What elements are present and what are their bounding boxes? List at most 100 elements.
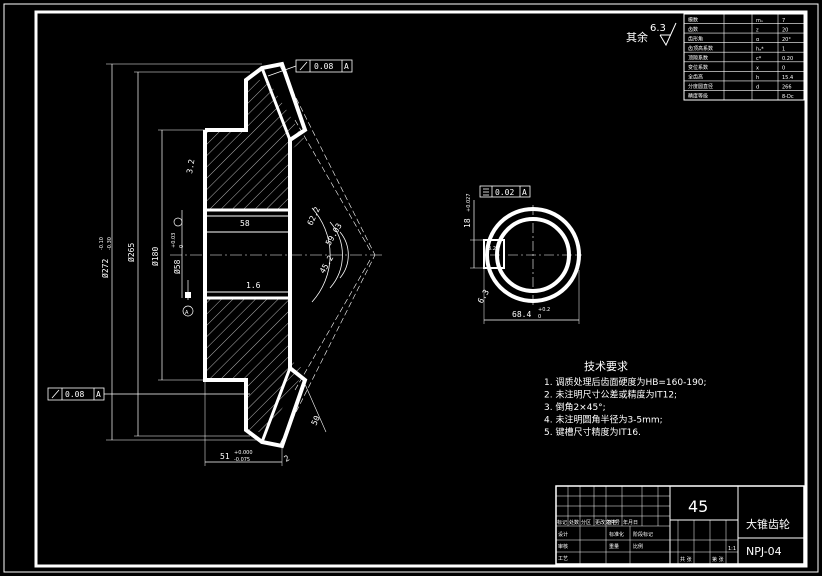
tb-bottom-cell: 共 张 <box>680 556 692 563</box>
param-symbol: hₐ* <box>756 46 764 52</box>
angle-arc-2 <box>329 221 343 289</box>
depth-tol-up: +0.2 <box>538 307 550 313</box>
keyway-slot <box>483 239 505 269</box>
datum-label: A <box>185 310 189 316</box>
roughness-a-label: 3.2 <box>185 158 196 174</box>
dim-width-label: 51 <box>220 452 230 461</box>
runout-top-icon <box>299 61 308 71</box>
runout-top-value: 0.08 <box>314 62 333 71</box>
upper-tooth <box>259 62 307 143</box>
runout-top: 0.08 A <box>267 59 353 77</box>
dim-bore-tol-lo: 0 <box>179 245 185 248</box>
depth-label: 68.4 <box>512 310 531 319</box>
param-value: 20° <box>782 37 791 43</box>
param-symbol: h <box>756 75 759 81</box>
depth-tol-lo: 0 <box>538 314 541 320</box>
param-label: 模数 <box>688 16 698 23</box>
runout-top-leader <box>267 65 297 77</box>
dim-265-label: Ø265 <box>126 243 136 262</box>
datum-circle <box>182 305 194 317</box>
param-value: 8-Dc <box>782 94 794 100</box>
technical-requirements: 技术要求 1. 调质处理后齿面硬度为HB=160-190;2. 未注明尺寸公差或… <box>544 360 707 438</box>
param-label: 齿形角 <box>688 35 703 42</box>
tb-row-label: 设计 <box>558 531 568 538</box>
dim-outer-label: Ø272 <box>100 259 110 278</box>
param-label: 变位系数 <box>688 64 708 71</box>
param-symbol: d <box>756 85 759 91</box>
tech-req-item: 4. 未注明圆角半径为3-5mm; <box>544 414 663 426</box>
runout-left-value: 0.08 <box>65 390 84 399</box>
key-width-tol: +0.027 <box>466 193 472 212</box>
dim-outer-tol-up: -0.10 <box>99 237 105 250</box>
param-value: 7 <box>782 18 785 24</box>
angle-1-label: 62.2 <box>306 205 322 226</box>
flatness-value: 0.02 <box>495 188 514 197</box>
outer-frame <box>3 3 819 573</box>
gear-params-table: 模数 mₙ 7 齿数 z 20 齿形角 α 20° 齿顶高系数 hₐ* 1 顶隙系数 c* 0.20 变位系数… <box>683 13 805 101</box>
tb-scale: 1:1 <box>728 546 736 552</box>
param-label: 分度圆直径 <box>688 83 713 90</box>
tech-req-item: 5. 键槽尺寸精度为IT16. <box>544 426 641 438</box>
runout-left: 0.08 A <box>47 387 250 401</box>
angle-arc-3 <box>339 231 349 279</box>
runout-top-datum: A <box>344 62 349 71</box>
bore-length-label: 58 <box>240 219 250 228</box>
tb-row-label: 工艺 <box>558 556 568 562</box>
tb-header-cell: 更改文件号 <box>595 519 620 526</box>
drawing-number: NPJ-04 <box>746 545 782 558</box>
tb-mid-cell: 标准化 <box>609 531 624 538</box>
roughness-prefix: 其余 <box>626 30 648 44</box>
param-value: 15.4 <box>782 75 793 81</box>
key-width-label: 18 <box>463 218 472 228</box>
tb-mid-cell: 阶段标记 <box>633 531 653 538</box>
dim-180-label: Ø180 <box>150 247 160 266</box>
param-value: 0.20 <box>782 56 793 62</box>
param-symbol: z <box>756 27 759 33</box>
chamfer-label: 2 <box>283 453 292 463</box>
key-rough-label: 3.2 <box>488 246 496 252</box>
tb-mid-cell: 重量 <box>609 543 619 550</box>
keyway-section-view: 0.02 A 18 +0.027 3.2 6.3 68.4 +0.2 0 <box>463 185 582 324</box>
param-value: 0 <box>782 66 785 72</box>
param-label: 齿顶高系数 <box>688 45 713 52</box>
param-value: 266 <box>782 85 792 91</box>
title-block-frame <box>555 485 805 565</box>
pitch-cone-lower <box>279 254 376 445</box>
param-label: 全齿高 <box>688 74 703 81</box>
tb-header-cell: 分区 <box>581 519 591 526</box>
tb-header-cell: 签名 <box>607 519 617 526</box>
inner-frame <box>34 10 808 568</box>
diameter-dimensions: Ø272 -0.10 -0.30 Ø265 Ø180 Ø58 +0.03 0 A… <box>99 63 262 441</box>
roughness-note: 其余 6.3 <box>626 22 677 47</box>
roughness-value: 6.3 <box>650 23 666 34</box>
part-name: 大锥齿轮 <box>746 517 790 531</box>
param-value: 20 <box>782 27 788 33</box>
datum-triangle-icon <box>185 292 191 298</box>
param-symbol: c* <box>756 56 762 62</box>
param-value: 1 <box>782 46 785 52</box>
root-cone-upper <box>294 119 371 251</box>
tb-bottom-cell: 第 张 <box>712 556 724 563</box>
params-table-frame <box>683 13 805 101</box>
param-label: 齿数 <box>688 26 698 33</box>
tech-req-title: 技术要求 <box>584 360 628 373</box>
roughness-symbol-icon <box>659 22 677 47</box>
tb-mid-cell: 比例 <box>633 543 643 550</box>
tech-req-item: 3. 倒角2×45°; <box>544 401 606 413</box>
angle-3-label: 45.2 <box>318 254 336 275</box>
envelope-symbol-icon <box>173 217 183 227</box>
dim-width-tol-up: +0.000 <box>234 450 253 456</box>
flatness-datum: A <box>522 188 527 197</box>
title-block: 45 大锥齿轮 NPJ-04 标记处数分区更改文件号签名年月日设计审核工艺标准化… <box>555 485 805 565</box>
pitch-cone-upper <box>279 65 376 256</box>
param-symbol: mₙ <box>756 18 763 24</box>
param-symbol: α <box>756 37 760 43</box>
dim-bore-tol-up: +0.03 <box>171 233 177 248</box>
param-label: 顶隙系数 <box>688 55 708 62</box>
tech-req-item: 2. 未注明尺寸公差或精度为IT12; <box>544 389 677 401</box>
flatness-frame <box>479 185 531 198</box>
dim-bore-label: Ø58 <box>172 259 182 274</box>
material-value: 45 <box>688 497 708 516</box>
root-cone-lower <box>294 259 371 391</box>
